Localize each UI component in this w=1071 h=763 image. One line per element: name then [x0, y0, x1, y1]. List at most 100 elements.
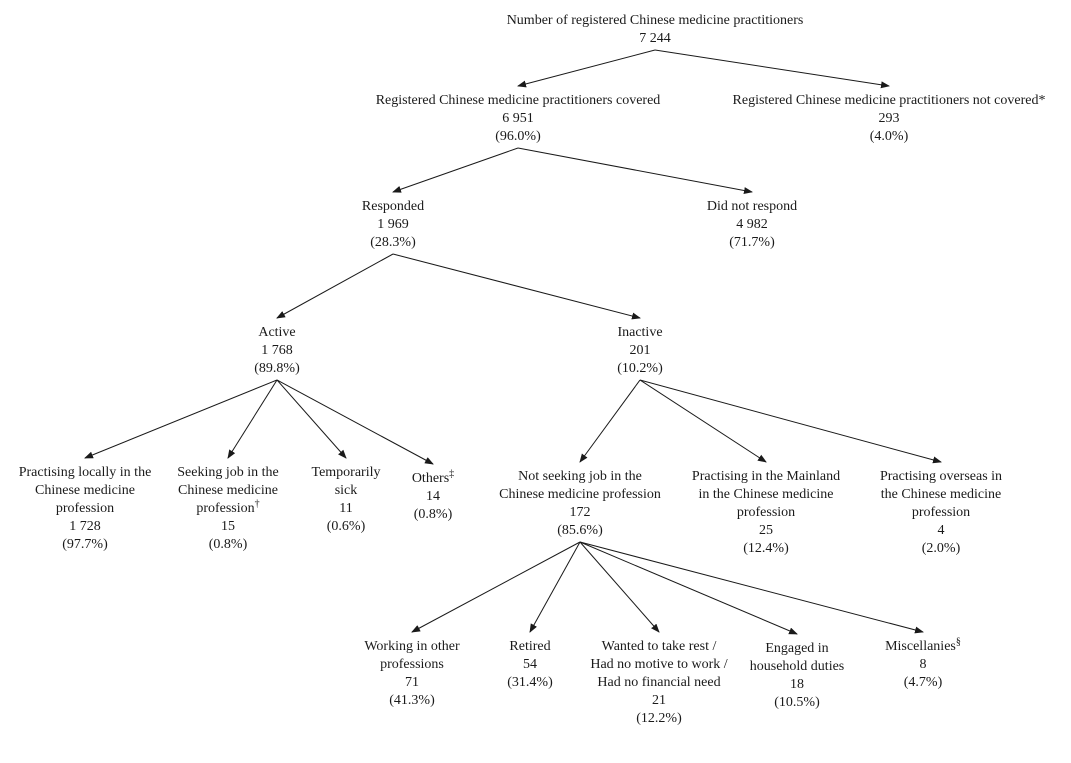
node-value: 18 [790, 677, 804, 692]
edge-active-to-practising-locally [84, 379, 278, 459]
node-root: Number of registered Chinese medicine pr… [455, 12, 855, 48]
node-temporarily-sick: Temporarily sick 11 (0.6%) [291, 464, 401, 536]
node-label: Retired [485, 638, 575, 656]
node-pct: (31.4%) [507, 675, 553, 690]
edge-active-to-temporarily-sick [276, 379, 347, 459]
node-label: Practising locally in the Chinese medici… [0, 464, 170, 518]
node-inactive: Inactive 201 (10.2%) [580, 324, 700, 378]
node-value: 54 [523, 657, 537, 672]
node-label-text: Not seeking job in the Chinese medicine … [499, 469, 661, 502]
node-value: 293 [878, 111, 900, 126]
node-did-not-respond: Did not respond 4 982 (71.7%) [662, 198, 842, 252]
edge-covered-to-responded [392, 147, 519, 193]
node-value: 172 [569, 505, 591, 520]
node-pct: (10.2%) [617, 361, 663, 376]
node-wanted-rest: Wanted to take rest / Had no motive to w… [569, 638, 749, 728]
edge-not-seeking-job-to-working-other-professions [411, 541, 581, 633]
node-label-text: Did not respond [706, 199, 798, 214]
node-label-text: Engaged in household duties [749, 641, 845, 674]
node-working-other-professions: Working in other professions 71 (41.3%) [337, 638, 487, 710]
node-label-text: Active [258, 325, 296, 340]
node-not-covered: Registered Chinese medicine practitioner… [694, 92, 1071, 146]
node-label: Seeking job in the Chinese medicine prof… [153, 464, 303, 518]
edge-active-to-seeking-job [227, 379, 278, 459]
node-label: Did not respond [662, 198, 842, 216]
node-value: 15 [221, 519, 235, 534]
node-label-text: Registered Chinese medicine practitioner… [732, 93, 1046, 108]
node-pct: (41.3%) [389, 693, 435, 708]
node-label: Working in other professions [337, 638, 487, 674]
node-label: Not seeking job in the Chinese medicine … [475, 468, 685, 504]
node-value: 4 982 [736, 217, 768, 232]
node-pct: (4.0%) [869, 129, 909, 144]
edge-inactive-to-practising-overseas [639, 379, 942, 464]
node-label-sup: ‡ [449, 468, 455, 480]
node-covered: Registered Chinese medicine practitioner… [338, 92, 698, 146]
node-pct: (0.6%) [326, 519, 366, 534]
node-pct: (96.0%) [495, 129, 541, 144]
node-pct: (97.7%) [62, 537, 108, 552]
edge-responded-to-active [276, 253, 394, 319]
node-label-text: Registered Chinese medicine practitioner… [375, 93, 661, 108]
node-label: Number of registered Chinese medicine pr… [455, 12, 855, 30]
node-label-text: Practising in the Mainland in the Chines… [691, 469, 841, 520]
node-label-sup: § [955, 636, 961, 648]
node-value: 7 244 [639, 31, 671, 46]
node-label-text: Miscellanies [885, 639, 956, 654]
node-label-text: Practising locally in the Chinese medici… [18, 465, 152, 516]
node-pct: (89.8%) [254, 361, 300, 376]
node-practising-mainland: Practising in the Mainland in the Chines… [671, 468, 861, 558]
node-label: Miscellanies§ [858, 636, 988, 656]
node-practising-overseas: Practising overseas in the Chinese medic… [856, 468, 1026, 558]
node-label-text: Working in other professions [364, 639, 460, 672]
node-label-text: Others [411, 471, 450, 486]
node-label-text: Inactive [617, 325, 663, 340]
node-label: Active [217, 324, 337, 342]
node-label: Others‡ [388, 468, 478, 488]
node-value: 1 768 [261, 343, 293, 358]
node-pct: (10.5%) [774, 695, 820, 710]
node-pct: (12.2%) [636, 711, 682, 726]
node-others: Others‡ 14 (0.8%) [388, 468, 478, 524]
node-label-text: Number of registered Chinese medicine pr… [506, 13, 804, 28]
edge-inactive-to-not-seeking-job [579, 379, 641, 463]
node-label-text: Seeking job in the Chinese medicine prof… [177, 465, 279, 516]
node-value: 6 951 [502, 111, 534, 126]
node-household-duties: Engaged in household duties 18 (10.5%) [722, 640, 872, 712]
node-not-seeking-job: Not seeking job in the Chinese medicine … [475, 468, 685, 540]
node-value: 25 [759, 523, 773, 538]
node-label: Engaged in household duties [722, 640, 872, 676]
edge-responded-to-inactive [392, 253, 641, 320]
edge-root-to-not-covered [654, 49, 890, 89]
node-label-sup: † [254, 498, 260, 510]
edge-root-to-covered [517, 49, 656, 88]
node-practising-locally: Practising locally in the Chinese medici… [0, 464, 170, 554]
node-label: Responded [313, 198, 473, 216]
node-value: 4 [937, 523, 945, 538]
node-label-text: Practising overseas in the Chinese medic… [879, 469, 1003, 520]
node-miscellanies: Miscellanies§ 8 (4.7%) [858, 636, 988, 692]
node-pct: (71.7%) [729, 235, 775, 250]
node-pct: (4.7%) [903, 675, 943, 690]
node-label: Registered Chinese medicine practitioner… [694, 92, 1071, 110]
node-label: Inactive [580, 324, 700, 342]
node-pct: (12.4%) [743, 541, 789, 556]
edge-covered-to-did-not-respond [517, 147, 753, 194]
node-label: Practising overseas in the Chinese medic… [856, 468, 1026, 522]
edge-not-seeking-job-to-retired [529, 541, 581, 633]
node-label-text: Wanted to take rest / Had no motive to w… [590, 639, 728, 690]
node-value: 14 [426, 489, 440, 504]
node-pct: (28.3%) [370, 235, 416, 250]
node-value: 11 [339, 501, 353, 516]
node-seeking-job: Seeking job in the Chinese medicine prof… [153, 464, 303, 554]
node-value: 1 969 [377, 217, 409, 232]
node-retired: Retired 54 (31.4%) [485, 638, 575, 692]
node-pct: (85.6%) [557, 523, 603, 538]
node-label-text: Temporarily sick [311, 465, 381, 498]
node-label: Wanted to take rest / Had no motive to w… [569, 638, 749, 692]
node-value: 21 [652, 693, 666, 708]
node-value: 8 [919, 657, 927, 672]
node-value: 1 728 [69, 519, 101, 534]
node-label-text: Responded [361, 199, 425, 214]
